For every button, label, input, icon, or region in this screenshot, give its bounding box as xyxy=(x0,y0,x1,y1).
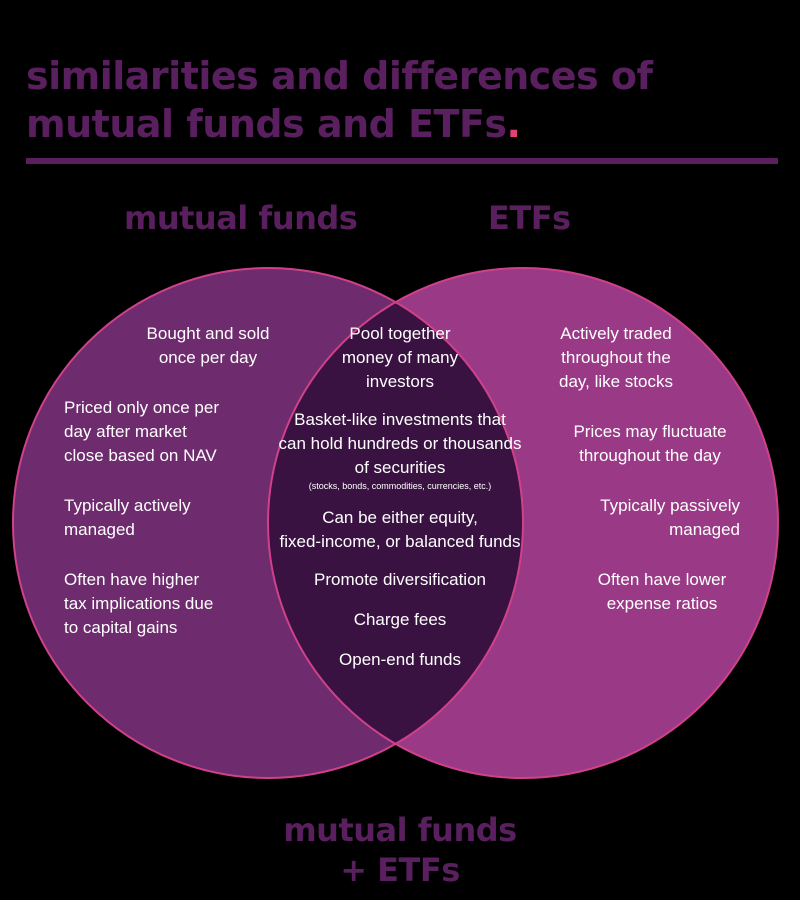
both-item-6: Open-end funds xyxy=(339,650,461,669)
mutual-funds-circle-outline xyxy=(12,267,524,779)
both-item-1: Pool together money of many investors xyxy=(341,324,459,391)
mf-item-1: Bought and sold once per day xyxy=(146,324,270,367)
both-item-4: Promote diversification xyxy=(314,570,486,589)
both-item-2: Basket-like investments that can hold hu… xyxy=(250,408,550,492)
mf-item-4: Often have higher tax implications due t… xyxy=(64,570,214,637)
mf-item-3: Typically actively managed xyxy=(64,496,191,539)
title-divider xyxy=(26,158,778,164)
etf-item-2: Prices may fluctuate throughout the day xyxy=(573,422,727,465)
title-line-2-text: mutual funds and ETFs xyxy=(26,102,507,146)
etf-item-4: Often have lower expense ratios xyxy=(597,570,727,613)
both-item-3: Can be either equity, fixed-income, or b… xyxy=(279,508,521,551)
page-title: similarities and differences of mutual f… xyxy=(26,52,786,148)
title-line-1: similarities and differences of xyxy=(26,54,653,98)
title-line-2: mutual funds and ETFs. xyxy=(26,100,786,148)
mutual-funds-label: mutual funds xyxy=(124,199,358,237)
overlap-label: mutual funds + ETFs xyxy=(200,810,600,890)
mf-item-2: Priced only once per day after market cl… xyxy=(64,398,219,465)
etfs-label: ETFs xyxy=(488,199,571,237)
securities-note: (stocks, bonds, commodities, currencies,… xyxy=(308,481,492,491)
title-accent-dot: . xyxy=(506,102,521,146)
overlap-label-line-1: mutual funds xyxy=(283,811,517,849)
etf-item-1: Actively traded throughout the day, like… xyxy=(558,324,673,391)
etfs-circle-outline xyxy=(267,267,779,779)
etf-item-3: Typically passively managed xyxy=(600,496,740,539)
overlap-region xyxy=(268,268,523,778)
overlap-label-line-2: + ETFs xyxy=(340,851,460,889)
both-item-5: Charge fees xyxy=(353,610,447,629)
